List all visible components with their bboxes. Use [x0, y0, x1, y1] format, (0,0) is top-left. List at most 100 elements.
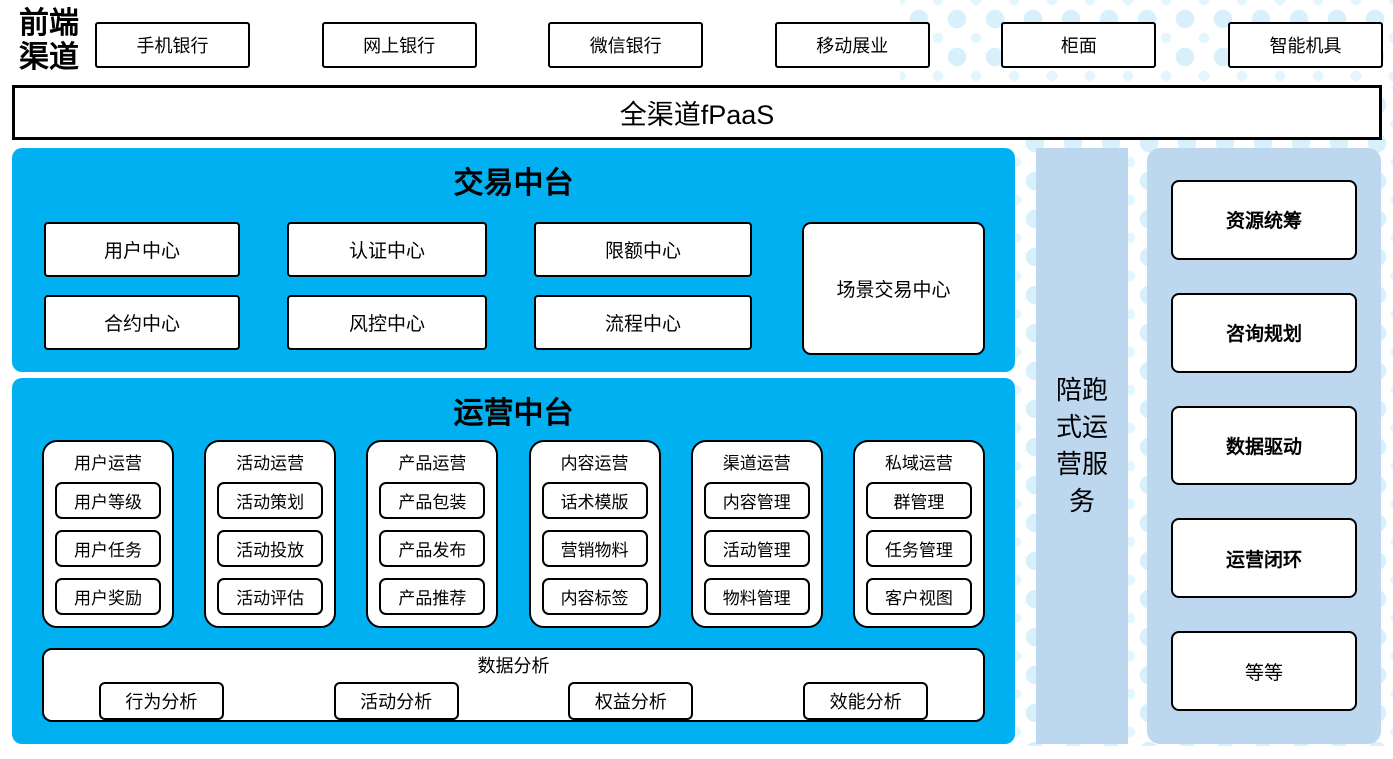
op-item: 用户奖励: [55, 578, 161, 615]
scene-transaction-center-box: 场景交易中心: [802, 222, 985, 355]
omnichannel-fpaas-bar: 全渠道fPaaS: [12, 85, 1382, 140]
service-label: 咨询规划: [1225, 324, 1302, 346]
op-item: 活动策划: [217, 482, 324, 519]
op-column-channel-operations: 渠道运营 内容管理 活动管理 物料管理: [690, 440, 823, 628]
op-column-product-operations: 产品运营 产品包装 产品发布 产品推荐: [366, 440, 499, 628]
accompanying-operation-service-label: 陪跑式运营服务: [1055, 375, 1108, 516]
service-label: 数据驱动: [1225, 436, 1302, 458]
service-items-panel: 资源统筹 咨询规划 数据驱动 运营闭环 等等: [1147, 148, 1381, 744]
center-box-authentication: 认证中心: [287, 222, 487, 277]
center-box-user: 用户中心: [44, 222, 240, 277]
op-item-label: 营销物料: [560, 541, 629, 560]
op-item-label: 用户任务: [74, 541, 142, 560]
op-item-label: 产品发布: [398, 541, 467, 560]
op-item: 用户任务: [55, 530, 161, 567]
op-column-content-operations: 内容运营 话术模版 营销物料 内容标签: [528, 440, 661, 628]
analysis-label: 权益分析: [594, 692, 667, 712]
op-item-label: 用户奖励: [74, 589, 142, 608]
op-item: 营销物料: [541, 530, 648, 567]
op-item-label: 物料管理: [722, 589, 791, 608]
op-item: 任务管理: [865, 530, 972, 567]
fpaas-label: 全渠道fPaaS: [619, 100, 775, 130]
analysis-label: 行为分析: [125, 692, 198, 712]
op-item-label: 产品推荐: [398, 589, 467, 608]
op-item: 用户等级: [55, 482, 161, 519]
op-column-user-operations: 用户运营 用户等级 用户任务 用户奖励: [42, 440, 174, 628]
data-analysis-box: 数据分析 行为分析 活动分析 权益分析 效能分析: [42, 648, 985, 722]
op-item: 活动评估: [217, 578, 324, 615]
op-column-title: 内容运营: [560, 454, 629, 473]
channel-label: 微信银行: [589, 36, 662, 56]
center-label: 认证中心: [348, 241, 425, 262]
op-column-title: 渠道运营: [722, 454, 791, 473]
accompanying-operation-service-bar: 陪跑式运营服务: [1036, 148, 1128, 744]
op-item-label: 任务管理: [884, 541, 953, 560]
channel-label: 移动展业: [816, 36, 889, 56]
operations-platform-panel: 运营中台 用户运营 用户等级 用户任务 用户奖励 活动运营 活动策划 活动投放 …: [12, 378, 1015, 744]
center-label: 合约中心: [103, 314, 180, 335]
center-box-risk-control: 风控中心: [287, 295, 487, 350]
service-label: 等等: [1244, 662, 1283, 684]
front-channel-label: 前端渠道: [19, 6, 79, 75]
transaction-platform-body: 用户中心 认证中心 限额中心 合约中心 风控中心 流程中心 场景交易中心: [44, 222, 985, 358]
analysis-item-efficiency: 效能分析: [803, 682, 929, 720]
channel-box-counter: 柜面: [1001, 22, 1157, 68]
op-item: 内容管理: [703, 482, 810, 519]
op-item-label: 活动管理: [722, 541, 791, 560]
center-label: 场景交易中心: [836, 280, 951, 301]
op-item-label: 客户视图: [884, 589, 953, 608]
service-box-consulting-planning: 咨询规划: [1171, 292, 1357, 373]
op-column-private-domain-operations: 私域运营 群管理 任务管理 客户视图: [852, 440, 985, 628]
center-label: 风控中心: [348, 314, 425, 335]
channel-box-wechat-banking: 微信银行: [548, 22, 704, 68]
op-item: 话术模版: [541, 482, 648, 519]
transaction-platform-panel: 交易中台 用户中心 认证中心 限额中心 合约中心 风控中心 流程中心 场景交易中…: [12, 148, 1015, 372]
analysis-item-benefit: 权益分析: [568, 682, 694, 720]
op-column-title: 私域运营: [884, 454, 953, 473]
operations-platform-title: 运营中台: [453, 396, 574, 431]
op-item: 内容标签: [541, 578, 648, 615]
analysis-label: 效能分析: [829, 692, 902, 712]
op-item: 物料管理: [703, 578, 810, 615]
op-item-label: 内容标签: [560, 589, 629, 608]
center-box-contract: 合约中心: [44, 295, 240, 350]
service-box-resource-coordination: 资源统筹: [1171, 180, 1357, 260]
op-item: 产品包装: [379, 482, 486, 519]
channel-box-mobile-banking: 手机银行: [95, 22, 250, 68]
analysis-item-campaign: 活动分析: [333, 682, 459, 720]
service-label: 运营闭环: [1225, 549, 1302, 571]
service-label: 资源统筹: [1225, 211, 1302, 233]
channel-label: 智能机具: [1269, 36, 1342, 56]
analysis-label: 活动分析: [360, 692, 433, 712]
op-column-title: 活动运营: [236, 454, 305, 473]
op-item-label: 活动投放: [236, 541, 305, 560]
service-box-operation-closed-loop: 运营闭环: [1171, 518, 1357, 599]
data-analysis-row: 行为分析 活动分析 权益分析 效能分析: [44, 682, 983, 720]
op-item: 产品推荐: [379, 578, 486, 615]
service-box-etc: 等等: [1171, 631, 1357, 711]
center-box-limit: 限额中心: [534, 222, 752, 277]
op-column-campaign-operations: 活动运营 活动策划 活动投放 活动评估: [204, 440, 337, 628]
service-box-data-driven: 数据驱动: [1171, 405, 1357, 486]
data-analysis-title: 数据分析: [477, 656, 550, 676]
front-channel-row: 手机银行 网上银行 微信银行 移动展业 柜面 智能机具: [95, 22, 1383, 68]
op-item-label: 用户等级: [74, 493, 142, 512]
op-column-title: 用户运营: [74, 454, 142, 473]
channel-label: 网上银行: [363, 36, 436, 56]
channel-box-online-banking: 网上银行: [321, 22, 477, 68]
op-item-label: 内容管理: [722, 493, 791, 512]
op-item-label: 活动评估: [236, 589, 305, 608]
channel-label: 柜面: [1060, 36, 1097, 56]
op-item-label: 话术模版: [560, 493, 629, 512]
channel-box-mobile-outreach: 移动展业: [774, 22, 930, 68]
op-item: 产品发布: [379, 530, 486, 567]
center-box-process: 流程中心: [534, 295, 752, 350]
center-label: 用户中心: [103, 241, 180, 262]
channel-label: 手机银行: [136, 36, 209, 56]
center-label: 限额中心: [604, 241, 681, 262]
center-label: 流程中心: [604, 314, 681, 335]
transaction-platform-title: 交易中台: [453, 166, 574, 201]
analysis-item-behavior: 行为分析: [98, 682, 224, 720]
transaction-centers-grid: 用户中心 认证中心 限额中心 合约中心 风控中心 流程中心: [44, 222, 752, 350]
